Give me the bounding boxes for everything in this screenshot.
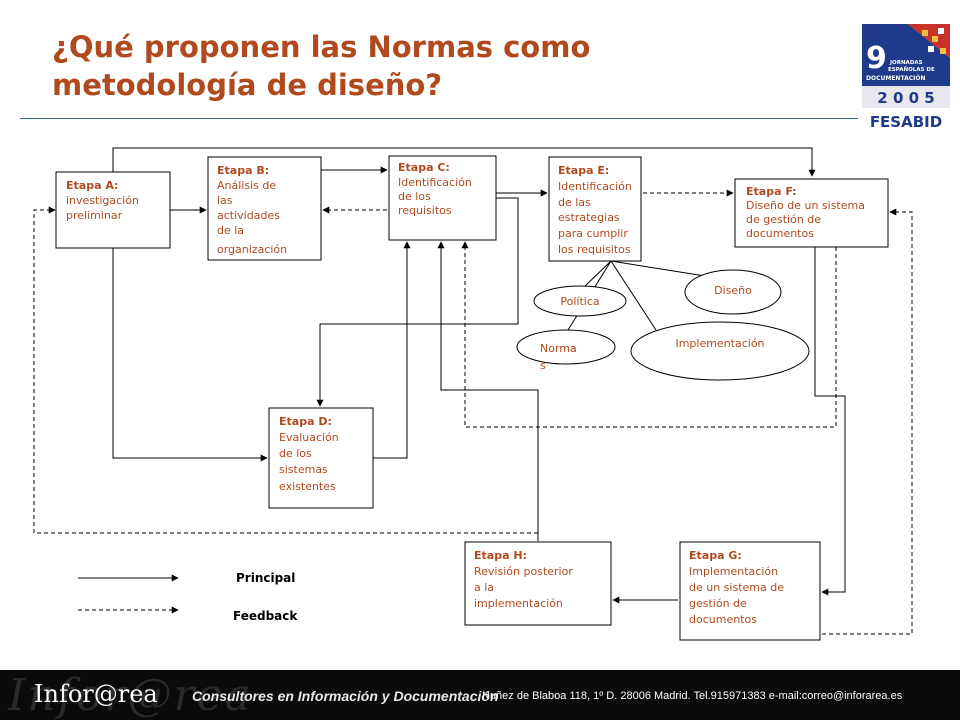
stage-g-label: Etapa G: <box>689 549 742 562</box>
stage-box-h: Etapa H: Revisión posterior a la impleme… <box>464 541 612 626</box>
stage-f-label: Etapa F: <box>746 185 797 198</box>
stage-g-line: Implementación <box>689 565 778 578</box>
stage-g-line: gestión de <box>689 597 747 610</box>
methodology-diagram: Etapa A: investigación preliminar Etapa … <box>33 147 913 641</box>
feedback-g-to-f <box>822 208 913 635</box>
logo-pixel <box>938 28 944 34</box>
stage-c-label: Etapa C: <box>398 161 450 174</box>
stage-h-line: Revisión posterior <box>474 565 573 578</box>
stage-box-f: Etapa F: Diseño de un sistema de gestión… <box>734 178 889 248</box>
connector-d-to-c <box>373 241 411 459</box>
connector-a-to-f <box>112 147 816 177</box>
footer-brand: Infor@rea <box>34 680 158 708</box>
stage-b-label: Etapa B: <box>217 164 269 177</box>
stage-d-line: de los <box>279 447 312 460</box>
stage-e-line: Identificación <box>558 180 632 193</box>
feedback-connectors <box>33 189 913 635</box>
title-divider <box>20 118 858 119</box>
principal-connectors <box>112 147 846 604</box>
stage-e-label: Etapa E: <box>558 164 609 177</box>
stage-a-line: investigación <box>66 194 139 207</box>
strategy-normas-label: Norma <box>540 342 577 355</box>
connector-e-to-diseno <box>610 260 706 277</box>
logo-pixel <box>940 48 946 54</box>
slide-title-line-1: ¿Qué proponen las Normas como <box>52 30 591 64</box>
strategy-diseno: Diseño <box>684 269 782 315</box>
stage-b-line: Análisis de <box>217 179 276 192</box>
stage-box-d: Etapa D: Evaluación de los sistemas exis… <box>268 407 374 509</box>
footer-bar: Infor@rea Infor@rea Consultores en Infor… <box>0 670 960 721</box>
stage-box-g: Etapa G: Implementación de un sistema de… <box>679 541 821 641</box>
logo-blue-panel <box>862 24 950 86</box>
stage-box-c: Etapa C: Identificación de los requisito… <box>388 155 497 241</box>
connector-f-to-g <box>814 247 846 596</box>
stage-box-e: Etapa E: Identificación de las estrategi… <box>548 156 642 262</box>
stage-e-line: para cumplir <box>558 227 628 240</box>
stage-d-label: Etapa D: <box>279 415 332 428</box>
legend-principal-label: Principal <box>236 571 295 585</box>
footer-watermark: Infor@rea <box>8 670 253 721</box>
logo-year: 2 0 0 5 <box>877 89 934 107</box>
stage-a-label: Etapa A: <box>66 179 118 192</box>
stage-h-line: implementación <box>474 597 563 610</box>
legend: Principal Feedback <box>78 571 298 623</box>
connector-e-to-politica <box>583 260 612 288</box>
stage-c-line: Identificación <box>398 176 472 189</box>
stage-d-line: Evaluación <box>279 431 339 444</box>
logo-pixel <box>932 36 938 42</box>
fesabid-logo: 9 JORNADAS ESPAÑOLAS DE DOCUMENTACIÓN 2 … <box>862 24 950 132</box>
connector-h-to-c <box>437 241 539 541</box>
strategy-normas-label-wrap: s <box>540 359 546 372</box>
feedback-f-to-c <box>461 241 837 428</box>
stage-box-a: Etapa A: investigación preliminar <box>55 171 171 249</box>
strategy-politica-label: Política <box>560 295 599 308</box>
stage-h-label: Etapa H: <box>474 549 527 562</box>
connector-a-to-d <box>112 248 268 462</box>
stage-g-line: de un sistema de <box>689 581 784 594</box>
stage-f-line: de gestión de <box>746 213 821 226</box>
footer-slogan: Consultores en Información y Documentaci… <box>192 688 499 704</box>
stage-c-line: requisitos <box>398 204 452 217</box>
stage-d-line: sistemas <box>279 463 328 476</box>
stage-box-b: Etapa B: Análisis de las actividades de … <box>207 156 322 261</box>
stage-b-line: organización <box>217 243 287 256</box>
connector-c-to-d <box>316 197 519 407</box>
stage-f-line: Diseño de un sistema <box>746 199 865 212</box>
strategy-politica: Política <box>533 285 627 317</box>
stage-a-line: preliminar <box>66 209 123 222</box>
stage-c-line: de los <box>398 190 431 203</box>
legend-feedback-label: Feedback <box>233 609 298 623</box>
slide-title: ¿Qué proponen las Normas como metodologí… <box>52 28 812 104</box>
logo-number: 9 <box>866 41 887 76</box>
strategy-diseno-label: Diseño <box>714 284 752 297</box>
connector-e-to-implementacion <box>610 260 657 331</box>
logo-org: FESABID <box>870 113 942 131</box>
logo-year-band <box>862 86 950 108</box>
stage-e-line: estrategias <box>558 211 620 224</box>
strategy-implementacion-label: Implementación <box>675 337 764 350</box>
footer-address: Nuñez de Blaboa 118, 1º D. 28006 Madrid.… <box>482 690 903 702</box>
strategy-normas: Norma s <box>516 329 616 372</box>
stage-b-line: las <box>217 194 233 207</box>
stage-b-line: actividades <box>217 209 280 222</box>
stage-g-line: documentos <box>689 613 757 626</box>
stage-e-line: de las <box>558 196 591 209</box>
stage-f-line: documentos <box>746 227 814 240</box>
stage-e-line: los requisitos <box>558 243 631 256</box>
logo-line-2: ESPAÑOLAS DE <box>888 66 935 73</box>
stage-h-line: a la <box>474 581 494 594</box>
logo-line-3: DOCUMENTACIÓN <box>866 75 925 82</box>
feedback-h-to-a <box>33 206 538 534</box>
logo-pixel <box>928 46 934 52</box>
logo-pixel <box>922 30 928 36</box>
stage-d-line: existentes <box>279 480 336 493</box>
strategy-implementacion: Implementación <box>630 321 810 381</box>
slide-title-line-2: metodología de diseño? <box>52 68 443 102</box>
logo-line-1: JORNADAS <box>889 60 923 66</box>
stage-b-line: de la <box>217 224 244 237</box>
